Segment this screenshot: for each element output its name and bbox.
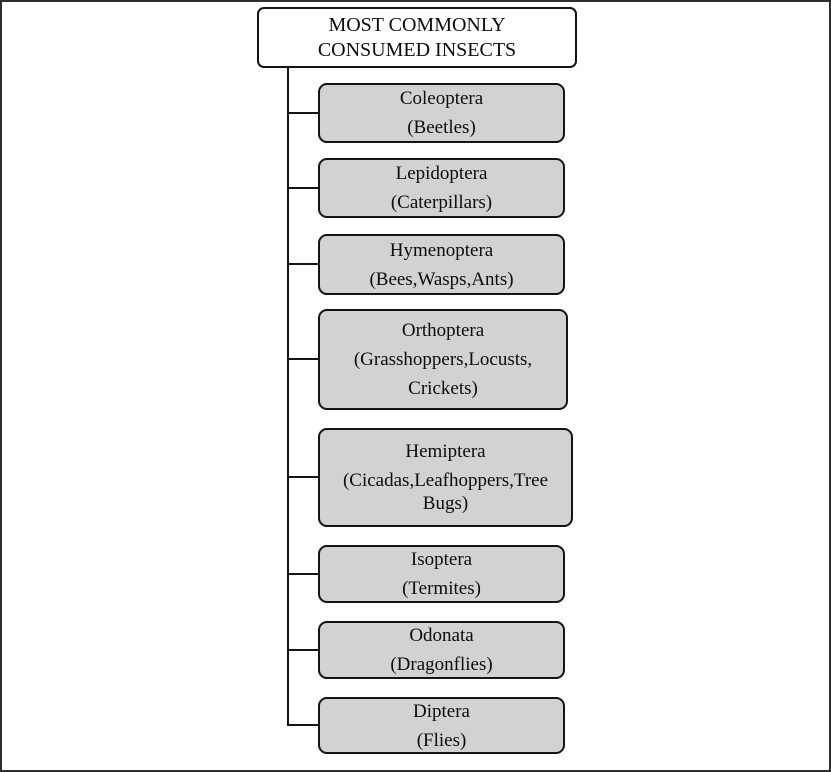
node-title: Lepidoptera bbox=[395, 163, 488, 184]
connector-stub-odonata bbox=[287, 649, 318, 651]
connector-stub-hymenoptera bbox=[287, 263, 318, 265]
node-title: Hymenoptera bbox=[389, 239, 494, 261]
connector-stub-diptera bbox=[287, 724, 318, 726]
node-title: Diptera bbox=[413, 700, 470, 722]
node-isoptera: Isoptera (Termites) bbox=[318, 545, 565, 603]
connector-stub-coleoptera bbox=[287, 112, 318, 114]
connector-stub-hemiptera bbox=[287, 476, 318, 478]
node-subtitle: (Grasshoppers,Locusts, bbox=[353, 349, 533, 370]
node-subtitle-cont: Bugs) bbox=[422, 493, 469, 514]
node-coleoptera: Coleoptera (Beetles) bbox=[318, 83, 565, 143]
node-subtitle: (Caterpillars) bbox=[390, 192, 493, 213]
root-node: MOST COMMONLY CONSUMED INSECTS bbox=[257, 7, 577, 68]
node-subtitle: (Cicadas,Leafhoppers,Tree bbox=[342, 470, 549, 491]
node-title: Orthoptera bbox=[401, 320, 485, 341]
node-diptera: Diptera (Flies) bbox=[318, 697, 565, 754]
node-odonata: Odonata (Dragonflies) bbox=[318, 621, 565, 679]
node-orthoptera: Orthoptera (Grasshoppers,Locusts, Cricke… bbox=[318, 309, 568, 410]
node-subtitle: (Dragonflies) bbox=[390, 654, 493, 675]
node-hemiptera: Hemiptera (Cicadas,Leafhoppers,Tree Bugs… bbox=[318, 428, 573, 527]
root-node-label: MOST COMMONLY CONSUMED INSECTS bbox=[317, 13, 517, 61]
node-title: Coleoptera bbox=[399, 88, 484, 109]
connector-stub-isoptera bbox=[287, 573, 318, 575]
node-subtitle: (Termites) bbox=[402, 578, 481, 599]
node-subtitle: (Bees,Wasps,Ants) bbox=[369, 268, 514, 290]
node-subtitle: (Flies) bbox=[416, 729, 467, 751]
node-hymenoptera: Hymenoptera (Bees,Wasps,Ants) bbox=[318, 234, 565, 295]
node-title: Isoptera bbox=[410, 549, 473, 570]
node-subtitle: (Beetles) bbox=[407, 117, 476, 138]
connector-stub-orthoptera bbox=[287, 358, 318, 360]
connector-stub-lepidoptera bbox=[287, 187, 318, 189]
node-title: Odonata bbox=[409, 625, 474, 646]
node-title: Hemiptera bbox=[405, 441, 486, 462]
node-lepidoptera: Lepidoptera (Caterpillars) bbox=[318, 158, 565, 218]
connector-trunk bbox=[287, 68, 289, 726]
node-subtitle-cont: Crickets) bbox=[408, 378, 478, 399]
